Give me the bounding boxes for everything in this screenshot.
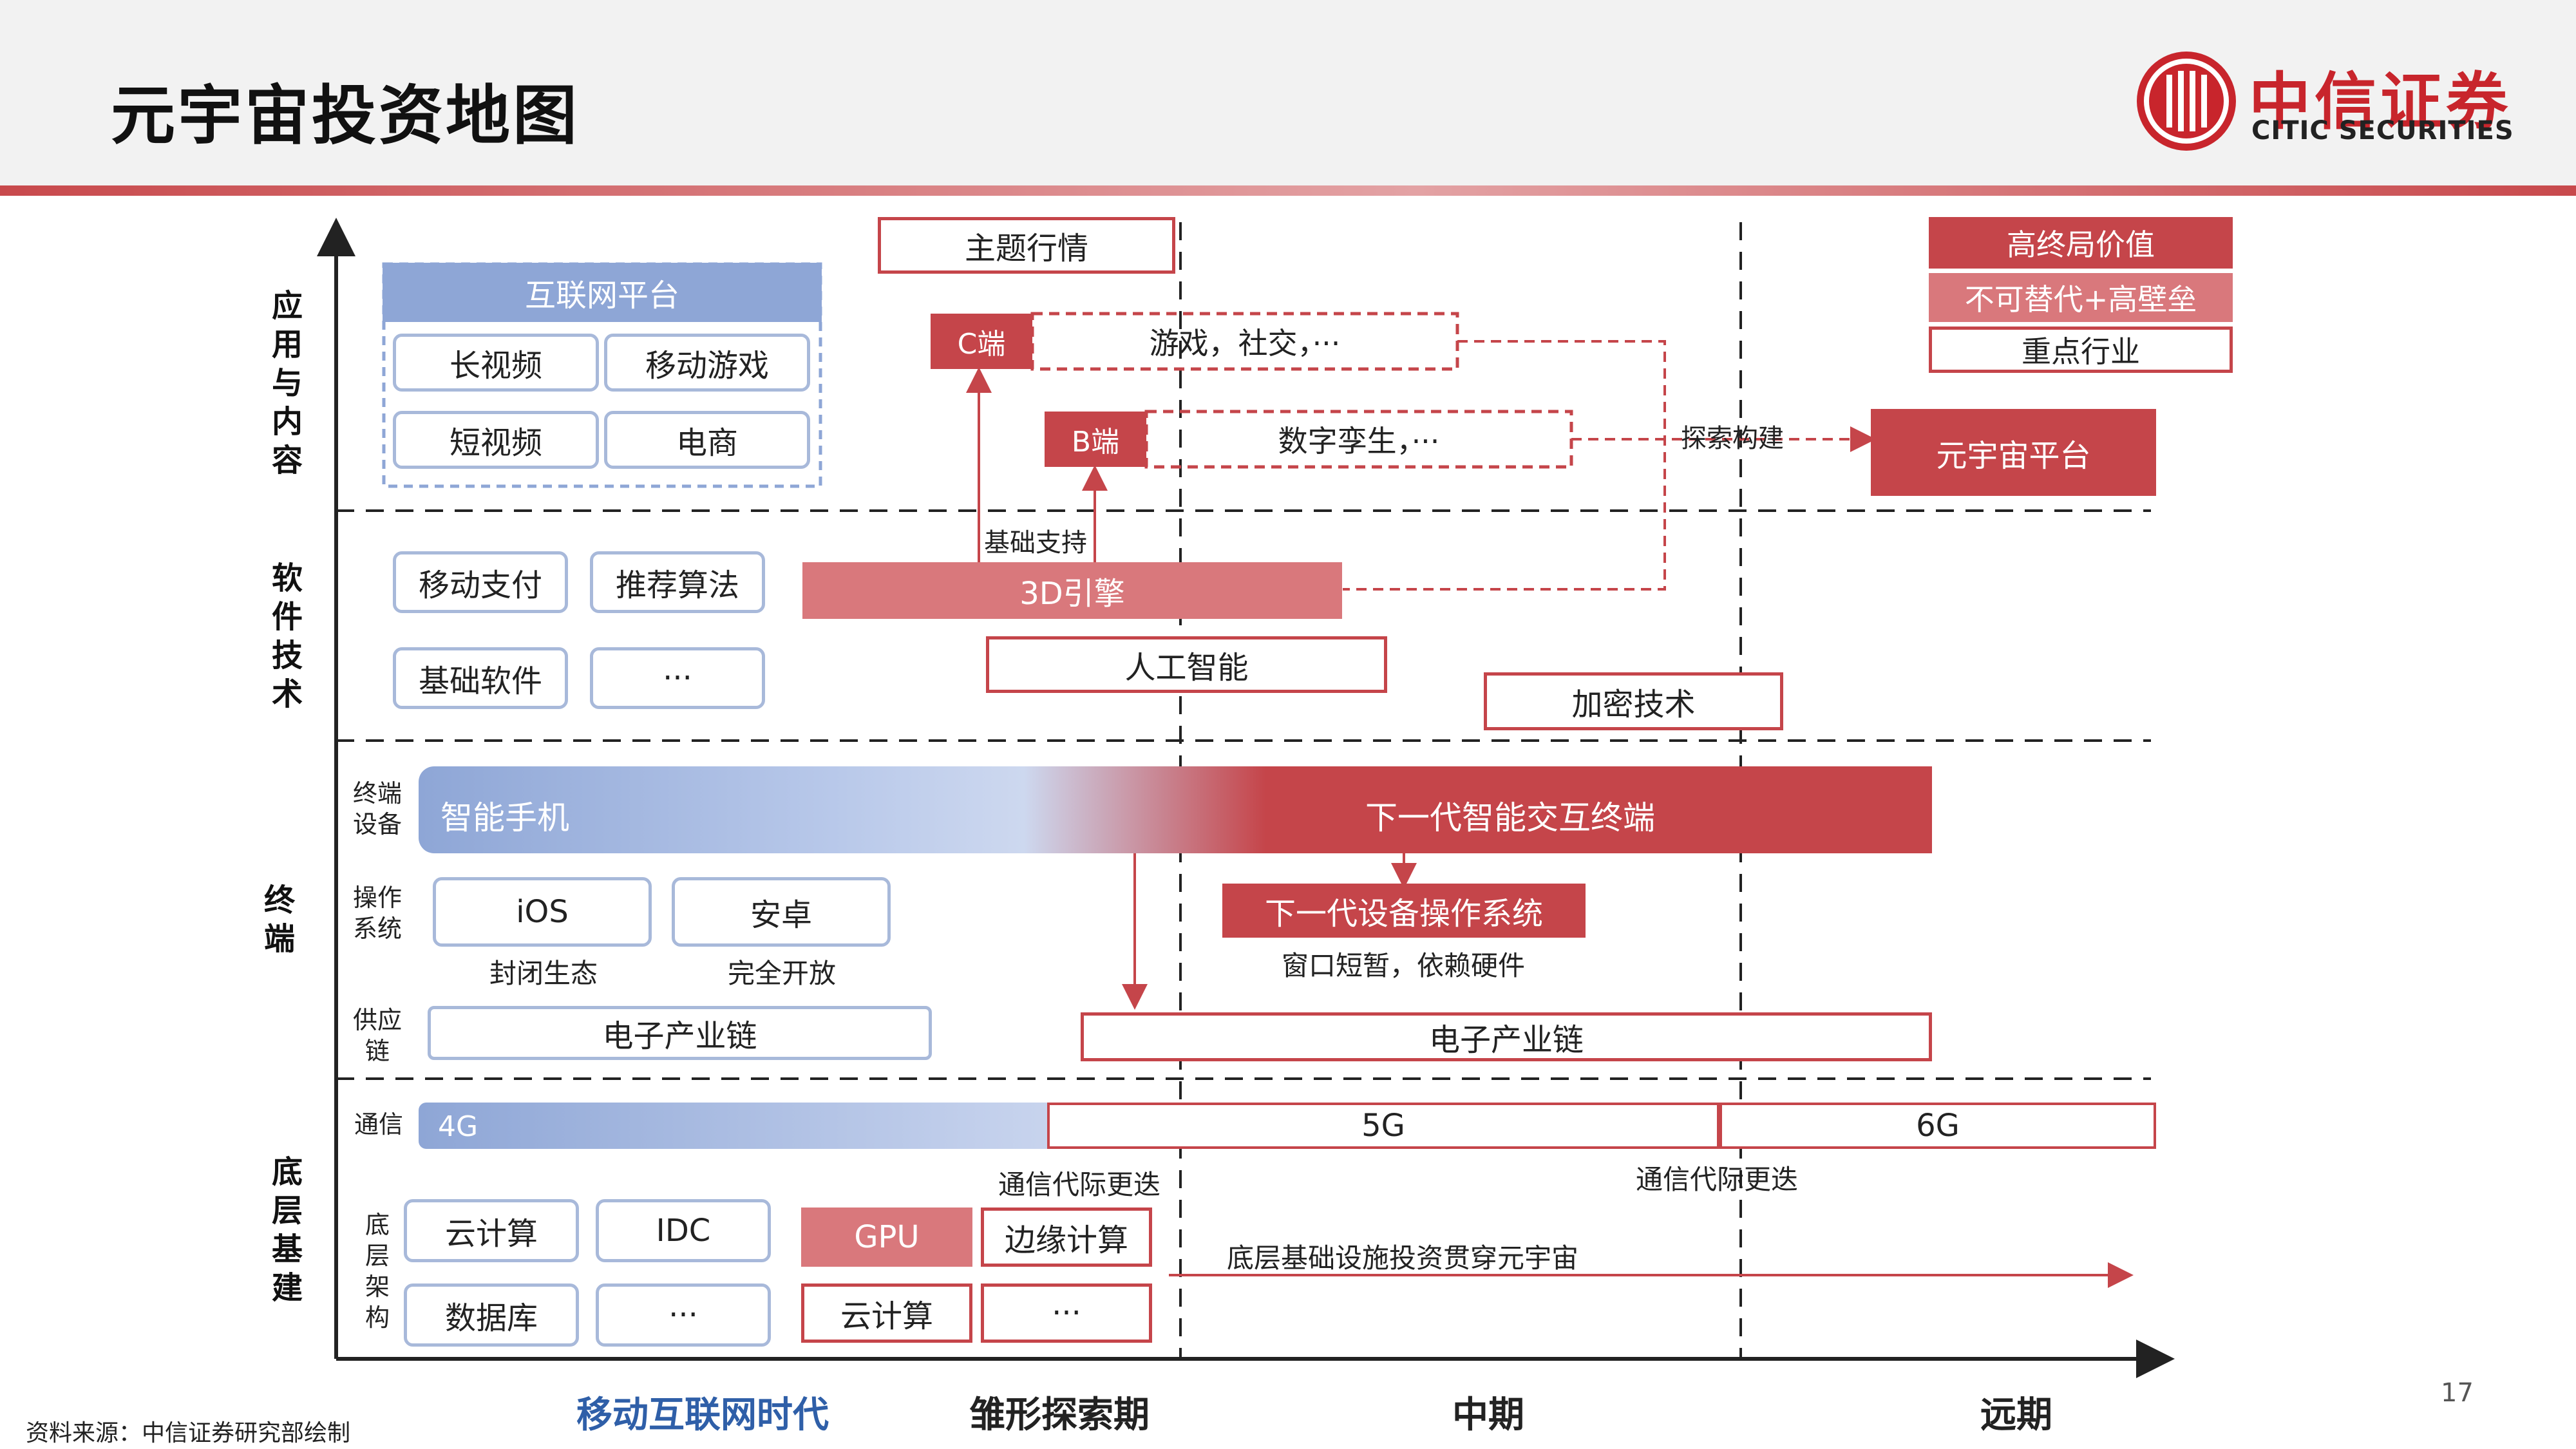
- software-item-more: ···: [590, 647, 765, 709]
- next-os-box: 下一代设备操作系统: [1222, 884, 1586, 938]
- sublabel-os: 操作系统: [352, 884, 402, 943]
- ios-note: 封闭生态: [489, 958, 598, 989]
- logo-chinese-name: 中信证券: [2249, 66, 2512, 138]
- sublabel-arch: 底层架构: [365, 1211, 390, 1332]
- terminal-device-bar: [419, 766, 1932, 853]
- software-item-recommend: 推荐算法: [590, 551, 765, 613]
- app-item-ecommerce: 电商: [604, 411, 810, 469]
- sublabel-comm: 通信: [354, 1110, 403, 1139]
- android-note: 完全开放: [728, 958, 837, 989]
- period-mobile-internet: 移动互联网时代: [576, 1394, 829, 1436]
- ios-box: iOS: [433, 877, 652, 947]
- b-end-text: 数字孪生，···: [1278, 424, 1440, 459]
- legend-irreplaceable: 不可替代+高壁垒: [1929, 273, 2233, 322]
- engine-3d-box: 3D引擎: [802, 562, 1342, 619]
- infra-through-label: 底层基础设施投资贯穿元宇宙: [1227, 1242, 1579, 1274]
- page-title: 元宇宙投资地图: [111, 78, 580, 153]
- source-note: 资料来源：中信证券研究部绘制: [26, 1420, 351, 1446]
- software-item-base-software: 基础软件: [393, 647, 568, 709]
- app-item-mobile-game: 移动游戏: [604, 334, 810, 392]
- sublabel-device: 终端设备: [352, 779, 402, 838]
- supply-chain-left-box: 电子产业链: [428, 1006, 932, 1060]
- gpu-box: GPU: [801, 1208, 972, 1267]
- infra-item-database: 数据库: [404, 1283, 579, 1347]
- infra-item-cloud: 云计算: [404, 1199, 579, 1262]
- base-support-label: 基础支持: [984, 528, 1087, 558]
- infra-more-box: ···: [981, 1283, 1152, 1343]
- edge-compute-box: 边缘计算: [981, 1208, 1152, 1267]
- theme-market-box: 主题行情: [878, 217, 1175, 274]
- comm-6g-box: 6G: [1719, 1103, 2156, 1149]
- smartphone-label: 智能手机: [440, 799, 569, 837]
- logo-english-name: CITIC SECURITIES: [2251, 116, 2514, 146]
- period-medium-term: 中期: [1452, 1394, 1524, 1436]
- comm-generation-note-1: 通信代际更迭: [998, 1169, 1161, 1200]
- c-end-tag: C端: [931, 314, 1032, 369]
- comm-5g-box: 5G: [1047, 1103, 1719, 1149]
- internet-platform-header: 互联网平台: [383, 263, 822, 322]
- infra-item-idc: IDC: [596, 1199, 771, 1262]
- legend-high-value: 高终局价值: [1929, 217, 2233, 269]
- comm-4g-label: 4G: [438, 1110, 478, 1143]
- android-box: 安卓: [672, 877, 891, 947]
- layer-label-software: 软件技术: [271, 560, 303, 712]
- layer-label-infra: 底层基建: [271, 1154, 303, 1306]
- c-end-text: 游戏，社交，···: [1149, 326, 1341, 361]
- app-item-short-video: 短视频: [393, 411, 599, 469]
- citic-logo-icon: [2137, 52, 2236, 151]
- supply-chain-right-box: 电子产业链: [1081, 1012, 1932, 1061]
- period-embryonic: 雏形探索期: [969, 1394, 1150, 1436]
- comm-generation-note-2: 通信代际更迭: [1636, 1164, 1799, 1195]
- software-item-mobile-pay: 移动支付: [393, 551, 568, 613]
- metaverse-platform-box: 元宇宙平台: [1871, 409, 2156, 496]
- infra-item-more: ···: [596, 1283, 771, 1347]
- legend-key-industry: 重点行业: [1929, 327, 2233, 373]
- b-end-tag: B端: [1045, 412, 1146, 467]
- page-number: 17: [2441, 1378, 2474, 1408]
- crypto-box: 加密技术: [1484, 672, 1783, 730]
- layer-label-terminal: 终端: [264, 882, 334, 957]
- period-long-term: 远期: [1980, 1394, 2052, 1436]
- next-terminal-label: 下一代智能交互终端: [1365, 799, 1655, 837]
- ai-box: 人工智能: [986, 636, 1387, 693]
- layer-label-app: 应用与内容: [271, 288, 303, 478]
- header-divider: [0, 185, 2576, 196]
- next-os-note: 窗口短暂，依赖硬件: [1282, 950, 1526, 981]
- sublabel-supply: 供应链: [352, 1006, 402, 1065]
- explore-build-label: 探索构建: [1681, 424, 1784, 453]
- cloud-compute-box: 云计算: [801, 1283, 972, 1343]
- app-item-long-video: 长视频: [393, 334, 599, 392]
